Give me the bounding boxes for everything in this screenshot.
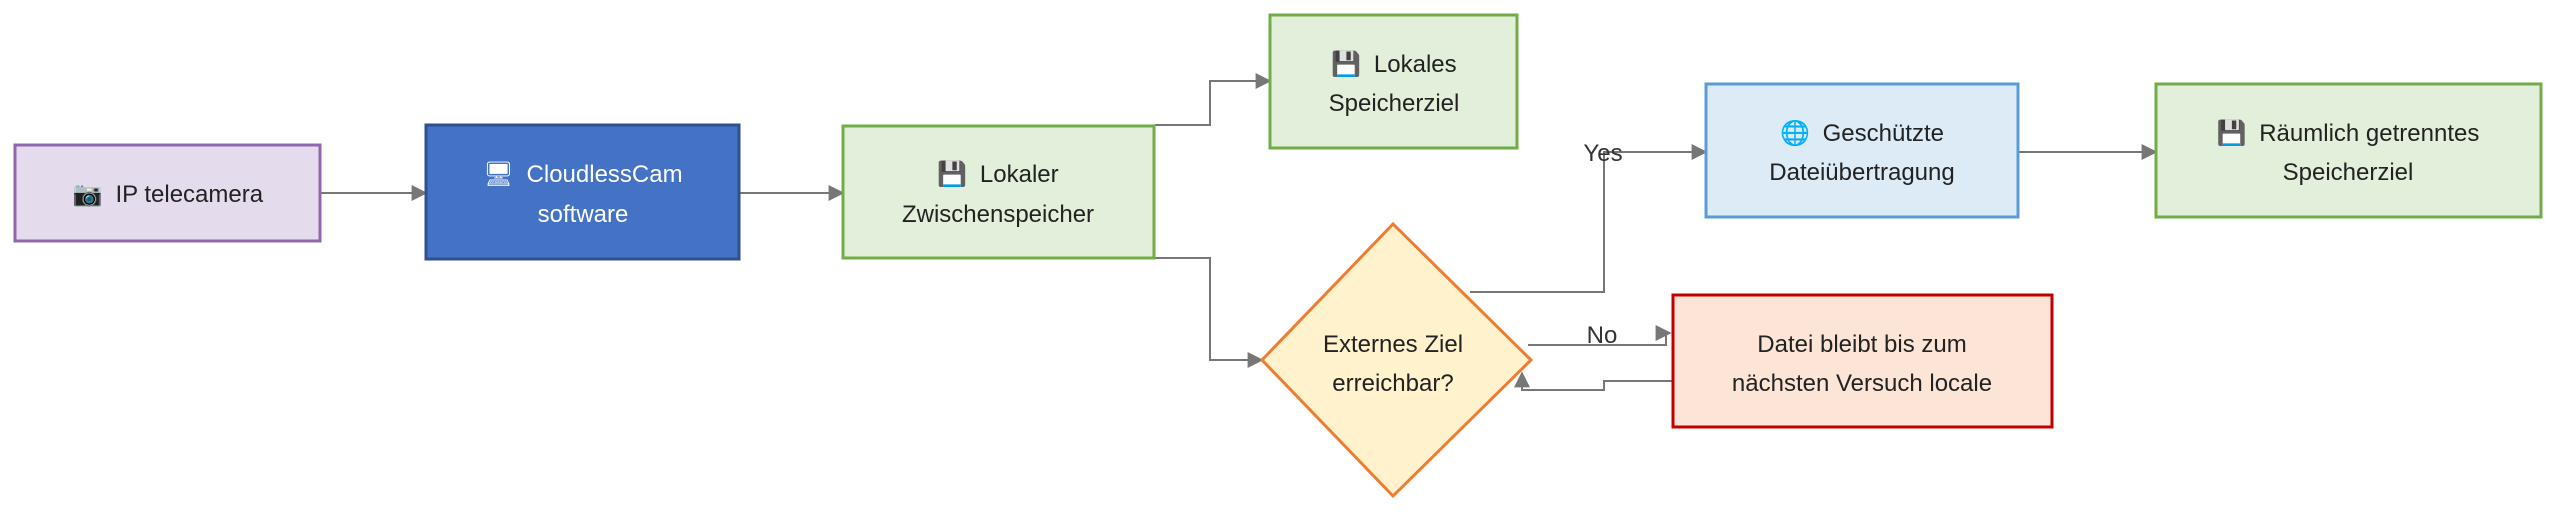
node-ip-camera[interactable]: 📷 IP telecamera bbox=[13, 143, 322, 243]
floppy-disk-icon: 💾 bbox=[1331, 50, 1361, 78]
svg-text:🌐 Geschützte: 🌐 Geschützte bbox=[1780, 119, 1944, 147]
node-decision-external-reachable[interactable]: Externes Ziel erreichbar? bbox=[1259, 221, 1534, 499]
edge-retry-back-to-decision bbox=[1514, 371, 1673, 391]
svg-text:📷 IP telecamera: 📷 IP telecamera bbox=[73, 180, 264, 208]
node-ip-camera-label: IP telecamera bbox=[115, 181, 263, 208]
node-remote-storage[interactable]: 💾 Räumlich getrenntes Speicherziel bbox=[2154, 82, 2543, 219]
edge-buffer-to-decision bbox=[1155, 257, 1264, 368]
globe-icon: 🌐 bbox=[1780, 119, 1810, 147]
camera-icon: 📷 bbox=[73, 180, 103, 208]
node-local-buffer[interactable]: 💾 Lokaler Zwischenspeicher bbox=[841, 124, 1156, 260]
floppy-disk-icon: 💾 bbox=[2217, 119, 2247, 147]
node-decision-label-line1: Externes Ziel bbox=[1323, 331, 1463, 358]
node-secure-transfer-label-line2: Dateiübertragung bbox=[1769, 159, 1954, 186]
node-secure-transfer[interactable]: 🌐 Geschützte Dateiübertragung bbox=[1704, 82, 2020, 219]
svg-text:🖥 CloudlessCam: 🖥 CloudlessCam bbox=[483, 160, 682, 188]
computer-icon: 🖥 bbox=[483, 160, 513, 188]
node-retry-local[interactable]: Datei bleibt bis zum nächsten Versuch lo… bbox=[1671, 293, 2054, 429]
node-remote-storage-label-line2: Speicherziel bbox=[2283, 159, 2414, 186]
node-local-buffer-label-line1: Lokaler bbox=[980, 161, 1059, 188]
edge-buffer-to-local-storage bbox=[1155, 73, 1272, 126]
edges bbox=[320, 73, 2158, 391]
svg-text:💾 Räumlich getrenntes: 💾 Räumlich getrenntes bbox=[2217, 119, 2480, 147]
node-cloudlesscam-software[interactable]: 🖥 CloudlessCam software bbox=[424, 123, 741, 261]
node-local-storage-label-line1: Lokales bbox=[1374, 51, 1457, 78]
node-software-label-line2: software bbox=[538, 201, 629, 228]
node-local-buffer-label-line2: Zwischenspeicher bbox=[902, 201, 1094, 228]
node-local-storage-label-line2: Speicherziel bbox=[1329, 90, 1460, 117]
svg-text:💾 Lokaler: 💾 Lokaler bbox=[937, 160, 1058, 188]
node-retry-label-line2: nächsten Versuch locale bbox=[1732, 370, 1992, 397]
edge-label-no: No bbox=[1587, 322, 1618, 349]
node-remote-storage-label-line1: Räumlich getrenntes bbox=[2259, 120, 2479, 147]
floppy-disk-icon: 💾 bbox=[937, 160, 967, 188]
node-decision-label-line2: erreichbar? bbox=[1332, 370, 1453, 397]
node-software-label-line1: CloudlessCam bbox=[527, 161, 683, 188]
edge-decision-no-to-retry bbox=[1528, 325, 1672, 346]
node-local-storage[interactable]: 💾 Lokales Speicherziel bbox=[1268, 13, 1519, 150]
edge-label-yes: Yes bbox=[1583, 140, 1622, 167]
node-secure-transfer-label-line1: Geschützte bbox=[1823, 120, 1944, 147]
svg-text:💾 Lokales: 💾 Lokales bbox=[1331, 50, 1456, 78]
edge-decision-yes-to-transfer bbox=[1470, 144, 1708, 293]
node-retry-label-line1: Datei bleibt bis zum bbox=[1757, 331, 1966, 358]
